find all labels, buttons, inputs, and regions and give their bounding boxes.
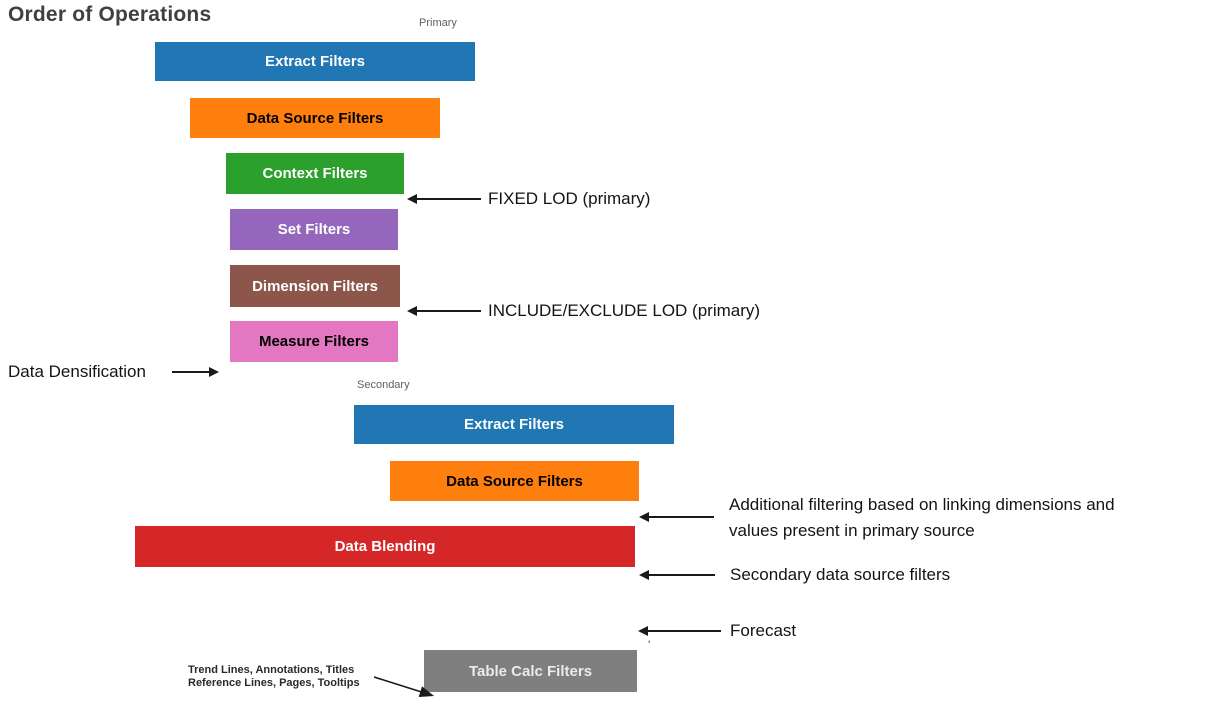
annotation-trend-lines: Trend Lines, Annotations, Titles Referen… bbox=[188, 664, 360, 690]
arrowhead-icon bbox=[209, 367, 219, 377]
annotation-data-densification: Data Densification bbox=[8, 362, 146, 381]
secondary-section-label: Secondary bbox=[357, 379, 410, 391]
arrow-shaft bbox=[172, 371, 211, 373]
arrowhead-icon bbox=[639, 512, 649, 522]
box-measure-filters: Measure Filters bbox=[230, 321, 398, 362]
box-set-filters: Set Filters bbox=[230, 209, 398, 250]
arrow-shaft bbox=[647, 516, 714, 518]
annotation-secondary-data-source-filters: Secondary data source filters bbox=[730, 565, 951, 584]
box-data-source-filters-primary: Data Source Filters bbox=[190, 98, 440, 138]
annotation-forecast: Forecast bbox=[730, 621, 797, 640]
arrow-right-data-densification-icon bbox=[172, 367, 219, 377]
arrowhead-icon bbox=[407, 306, 417, 316]
arrow-left-forecast-icon bbox=[638, 626, 721, 636]
box-data-source-filters-secondary: Data Source Filters bbox=[390, 461, 639, 501]
stray-mark: ' bbox=[648, 638, 651, 652]
annotation-trend-lines-line1: Trend Lines, Annotations, Titles bbox=[188, 664, 355, 676]
annotation-fixed-lod: FIXED LOD (primary) bbox=[488, 189, 651, 208]
annotation-additional-filtering-line2: values present in primary source bbox=[729, 521, 975, 540]
primary-section-label: Primary bbox=[419, 17, 457, 29]
annotation-additional-filtering-line1: Additional filtering based on linking di… bbox=[729, 495, 1115, 514]
arrowhead-icon bbox=[638, 626, 648, 636]
box-context-filters: Context Filters bbox=[226, 153, 404, 194]
box-data-blending: Data Blending bbox=[135, 526, 635, 567]
arrow-shaft bbox=[415, 198, 481, 200]
arrow-left-include-exclude-icon bbox=[407, 306, 481, 316]
box-extract-filters-secondary: Extract Filters bbox=[354, 405, 674, 444]
arrow-left-secondary-ds-filters-icon bbox=[639, 570, 715, 580]
arrowhead-icon bbox=[639, 570, 649, 580]
page-title: Order of Operations bbox=[8, 3, 212, 26]
box-table-calc-filters: Table Calc Filters bbox=[424, 650, 637, 692]
box-dimension-filters: Dimension Filters bbox=[230, 265, 400, 307]
arrowhead-icon bbox=[407, 194, 417, 204]
arrow-shaft bbox=[647, 574, 715, 576]
arrow-left-additional-filtering-icon bbox=[639, 512, 714, 522]
arrow-shaft bbox=[646, 630, 721, 632]
box-extract-filters-primary: Extract Filters bbox=[155, 42, 475, 81]
arrow-left-fixed-lod-icon bbox=[407, 194, 481, 204]
annotation-include-exclude-lod: INCLUDE/EXCLUDE LOD (primary) bbox=[488, 301, 761, 320]
arrow-diagonal-trend-lines-icon bbox=[373, 676, 435, 697]
arrow-shaft bbox=[415, 310, 481, 312]
annotation-additional-filtering: Additional filtering based on linking di… bbox=[729, 492, 1115, 544]
annotation-trend-lines-line2: Reference Lines, Pages, Tooltips bbox=[188, 677, 360, 689]
